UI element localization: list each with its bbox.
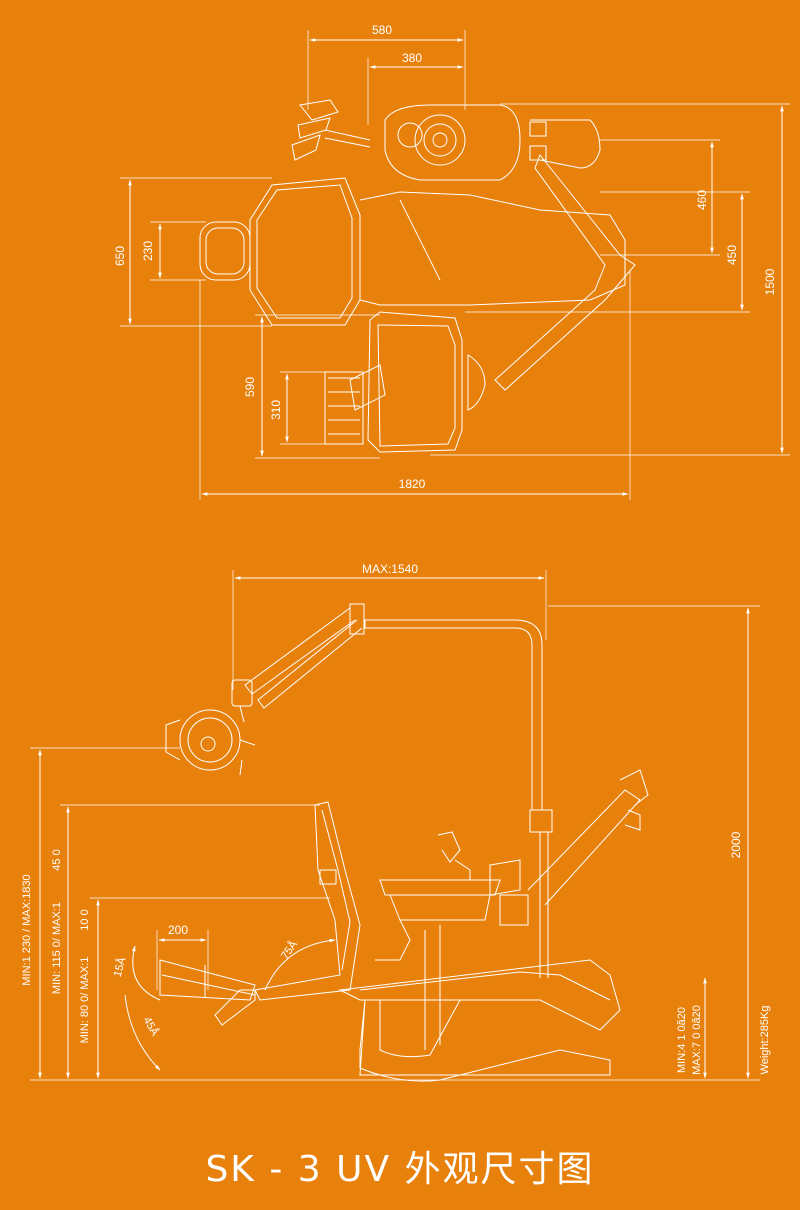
dim-230: 230	[141, 221, 206, 281]
dim-1500: 1500	[430, 103, 790, 456]
dim-460-label: 460	[695, 190, 709, 210]
min410-label: MIN:4 1 0ã20	[676, 1007, 688, 1073]
dim-800: MIN: 80 0/ MAX:1 10 0	[79, 897, 330, 1079]
dim-450-side-label: 45 0	[51, 849, 63, 870]
angle-45-label: 45Å	[141, 1015, 162, 1039]
light-pole-side	[165, 603, 543, 811]
side-view: MAX:1540 MIN:1 230 / MAX:1830	[21, 562, 771, 1082]
top-view: 580 380	[113, 23, 790, 500]
dim-min410: MIN:4 1 0ã20 MAX:7 0 0ã20	[676, 977, 707, 1079]
dim-200: 200	[156, 923, 209, 990]
dim-1820-label: 1820	[399, 477, 426, 491]
dim-max1540-label: MAX:1540	[362, 562, 418, 576]
weight-label: Weight:285Kg	[759, 1006, 771, 1075]
dim-200-label: 200	[168, 923, 188, 937]
dim-450: 450	[465, 191, 750, 313]
dim-1830-label: MIN:1 230 / MAX:1830	[21, 874, 33, 985]
water-unit-side	[375, 769, 649, 978]
angle-45: 45Å	[124, 994, 162, 1071]
dim-650: 650	[113, 177, 272, 327]
dim-380: 380	[367, 51, 464, 125]
dim-100-label: 10 0	[79, 909, 91, 930]
dim-310: 310	[269, 371, 325, 445]
dim-230-label: 230	[141, 241, 155, 261]
dim-380-label: 380	[402, 51, 422, 65]
dim-580: 580	[307, 23, 466, 110]
dim-max1540: MAX:1540	[232, 562, 547, 690]
dim-1830: MIN:1 230 / MAX:1830	[21, 747, 760, 1081]
angle-75-label: 75Å	[278, 938, 300, 962]
dim-650-label: 650	[113, 246, 127, 266]
dim-2000-label: 2000	[729, 831, 743, 858]
delivery-arm-top	[494, 154, 636, 391]
instrument-tray-top	[324, 311, 486, 453]
dim-1820: 1820	[199, 270, 631, 500]
chair-back-top	[199, 177, 626, 326]
water-unit-top	[384, 104, 601, 181]
dim-460: 460	[600, 139, 720, 256]
dim-1150-label: MIN: 115 0/ MAX:1	[51, 902, 63, 994]
dim-590: 590	[243, 314, 380, 459]
page-title: SK - 3 UV 外观尺寸图	[205, 1149, 595, 1190]
dim-580-label: 580	[372, 23, 392, 37]
chair-side	[159, 801, 621, 1082]
light-head-top	[291, 99, 371, 161]
angle-15: 15Å	[111, 945, 161, 1001]
dim-1150: MIN: 115 0/ MAX:1 45 0	[51, 804, 320, 1079]
max700-label: MAX:7 0 0ã20	[691, 1005, 703, 1075]
dim-590-label: 590	[243, 377, 257, 397]
dim-450-label: 450	[725, 245, 739, 265]
angle-15-label: 15Å	[111, 955, 129, 978]
dim-2000: 2000 Weight:285Kg	[548, 605, 771, 1079]
dim-310-label: 310	[269, 400, 283, 420]
dim-800-label: MIN: 80 0/ MAX:1	[79, 957, 91, 1044]
dim-1500-label: 1500	[763, 268, 777, 295]
